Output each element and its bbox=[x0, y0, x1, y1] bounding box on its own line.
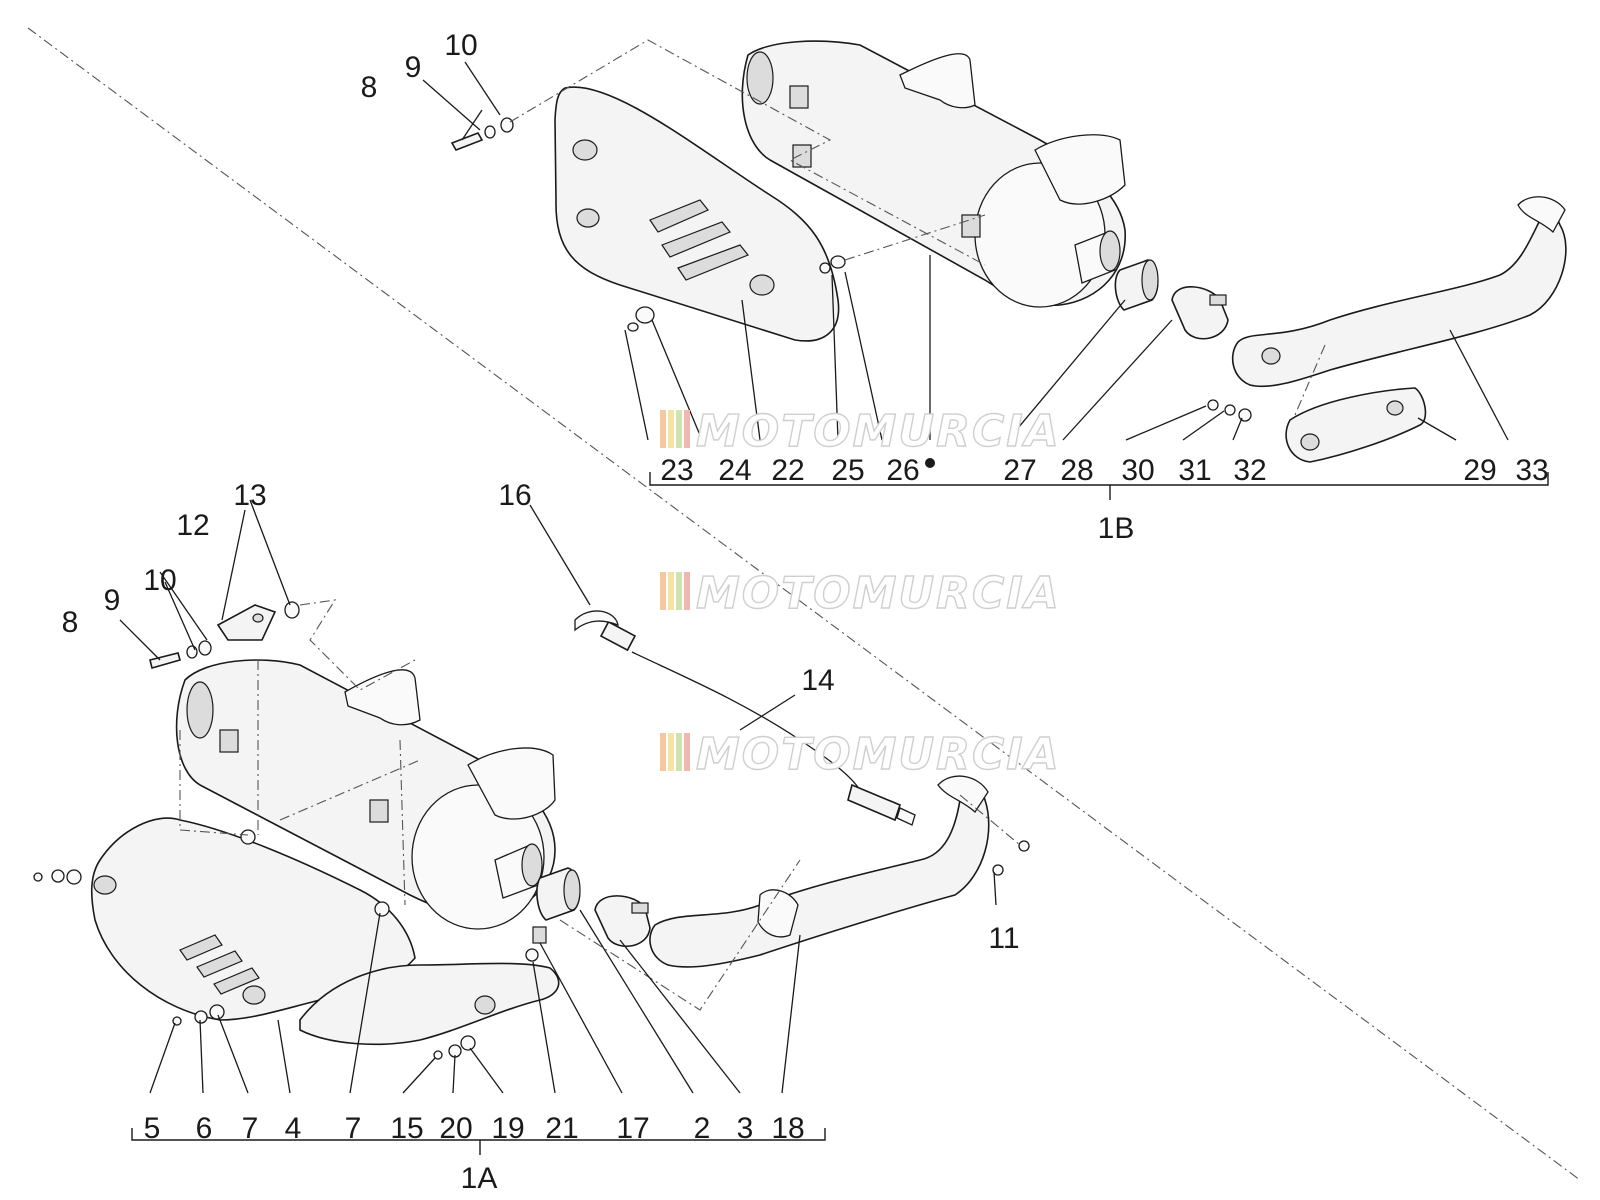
callout-18: 18 bbox=[771, 1112, 804, 1145]
callout-9-top: 9 bbox=[405, 51, 422, 84]
exhaust-pipe-33 bbox=[1231, 201, 1567, 388]
heat-shield-17 bbox=[299, 962, 560, 1046]
callout-13: 13 bbox=[233, 479, 266, 512]
watermark-3: MOTOMURCIA bbox=[660, 728, 1061, 781]
callout-17: 17 bbox=[616, 1112, 649, 1145]
bracket-12 bbox=[216, 604, 277, 641]
assembly-1a bbox=[33, 499, 1030, 1155]
watermark-text: MOTOMURCIA bbox=[696, 406, 1061, 457]
callout-29: 29 bbox=[1463, 454, 1496, 487]
callout-21: 21 bbox=[545, 1112, 578, 1145]
watermark-text: MOTOMURCIA bbox=[696, 568, 1061, 619]
divider-line bbox=[27, 27, 1581, 1181]
callout-8-top: 8 bbox=[361, 71, 378, 104]
callout-32: 32 bbox=[1233, 454, 1266, 487]
watermark-2: MOTOMURCIA bbox=[660, 567, 1061, 620]
clip-16 bbox=[574, 610, 619, 632]
callout-28: 28 bbox=[1060, 454, 1093, 487]
bracket-1a bbox=[131, 1128, 826, 1141]
callout-30: 30 bbox=[1121, 454, 1154, 487]
bracket-1b bbox=[649, 472, 1549, 486]
callout-4: 4 bbox=[285, 1112, 302, 1145]
callout-9-left: 9 bbox=[104, 584, 121, 617]
callout-8-left: 8 bbox=[62, 606, 79, 639]
group-label-1a: 1A bbox=[461, 1162, 498, 1195]
callout-11: 11 bbox=[988, 922, 1019, 955]
heat-shield-29 bbox=[1285, 387, 1427, 463]
callout-14: 14 bbox=[801, 664, 834, 697]
callout-12: 12 bbox=[176, 509, 209, 542]
callout-7b: 7 bbox=[345, 1112, 362, 1145]
callout-19: 19 bbox=[491, 1112, 524, 1145]
callout-6: 6 bbox=[196, 1112, 213, 1145]
assembly-1b bbox=[422, 39, 1567, 500]
callout-16: 16 bbox=[498, 479, 531, 512]
callout-2: 2 bbox=[694, 1112, 711, 1145]
callout-31: 31 bbox=[1178, 454, 1211, 487]
exhaust-pipe-18 bbox=[649, 777, 990, 968]
group-label-1b: 1B bbox=[1098, 512, 1135, 545]
watermark-1: MOTOMURCIA bbox=[660, 405, 1061, 458]
callout-7: 7 bbox=[242, 1112, 259, 1145]
oxygen-sensor-14 bbox=[599, 620, 916, 826]
callout-27: 27 bbox=[1003, 454, 1036, 487]
callout-15: 15 bbox=[390, 1112, 423, 1145]
callout-10-top: 10 bbox=[444, 29, 477, 62]
callout-26: 26 bbox=[886, 454, 919, 487]
dot-marker bbox=[925, 458, 935, 468]
callout-22: 22 bbox=[771, 454, 804, 487]
callout-33: 33 bbox=[1515, 454, 1548, 487]
callout-20: 20 bbox=[439, 1112, 472, 1145]
callout-3: 3 bbox=[737, 1112, 754, 1145]
watermark-text: MOTOMURCIA bbox=[696, 729, 1061, 780]
callout-23: 23 bbox=[660, 454, 693, 487]
callout-24: 24 bbox=[718, 454, 751, 487]
callout-25: 25 bbox=[831, 454, 864, 487]
callout-10-left: 10 bbox=[143, 564, 176, 597]
callout-5: 5 bbox=[144, 1112, 161, 1145]
